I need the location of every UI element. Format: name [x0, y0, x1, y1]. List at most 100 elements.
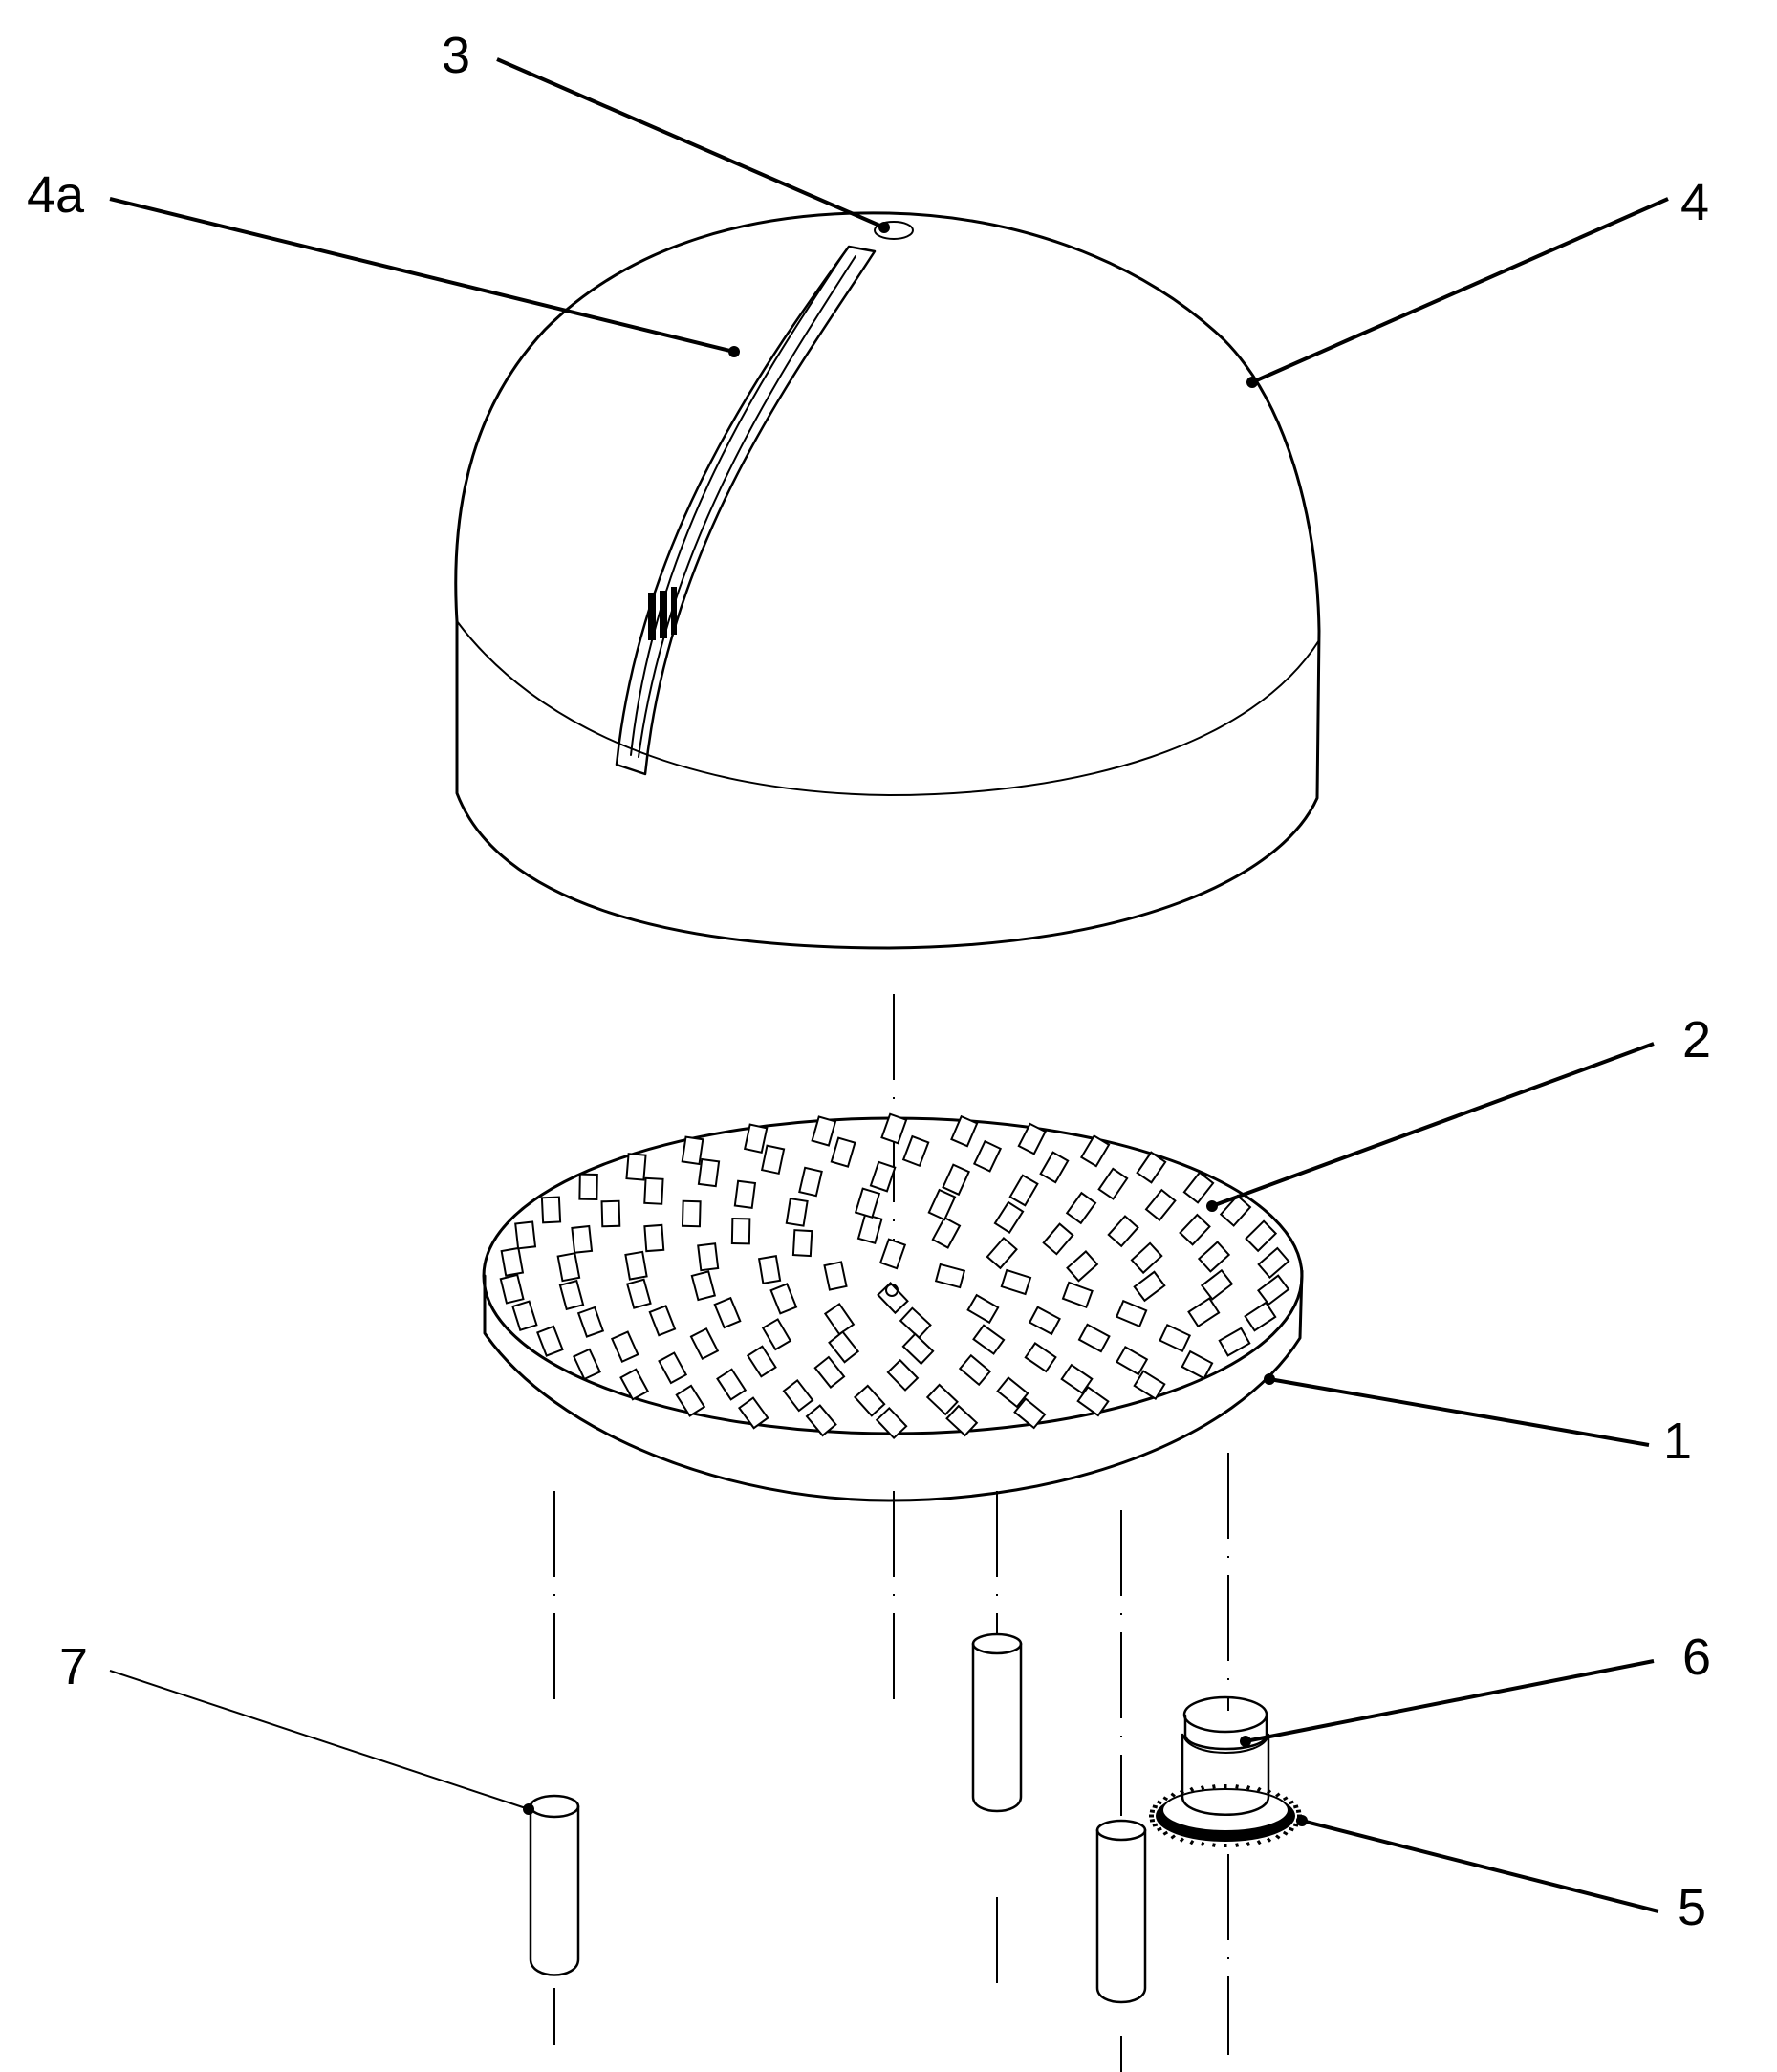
led-pad [760, 1144, 786, 1176]
led-pad [830, 1136, 856, 1168]
gear-tooth [1289, 1800, 1294, 1805]
led-pad [573, 1348, 601, 1381]
label-base-plate: 1 [1663, 1413, 1692, 1470]
led-pad [761, 1318, 792, 1351]
led-pad [901, 1332, 935, 1366]
led-pad [811, 1115, 837, 1147]
led-pad [540, 1196, 562, 1224]
led-pad [1077, 1323, 1111, 1353]
led-pad [1257, 1246, 1290, 1280]
led-pad [610, 1330, 639, 1363]
led-pad [1182, 1171, 1215, 1204]
led-pad [697, 1157, 721, 1188]
led-pad [500, 1246, 525, 1277]
led-pad [1013, 1397, 1047, 1430]
led-pad [1066, 1250, 1099, 1283]
gear-tooth [1295, 1809, 1302, 1813]
led-pad [1144, 1188, 1177, 1222]
led-pad [782, 1379, 814, 1413]
led-pad [1115, 1299, 1148, 1328]
led-pad [1107, 1215, 1139, 1248]
led-pad [927, 1188, 957, 1221]
led-pad [1200, 1268, 1234, 1301]
label-top-hole: 3 [442, 27, 470, 84]
led-pad [1133, 1370, 1166, 1400]
pin-right [1095, 1819, 1147, 2004]
led-pad [880, 1112, 908, 1145]
led-pad [958, 1353, 992, 1387]
led-pad [757, 1255, 782, 1284]
led-pad [1028, 1306, 1061, 1336]
label-gear-ring: 5 [1678, 1879, 1706, 1936]
label-pin: 7 [59, 1638, 88, 1695]
gear-tooth [1200, 1785, 1205, 1790]
led-pad [1042, 1222, 1074, 1256]
gear-tooth [1170, 1792, 1176, 1798]
gear-tooth [1282, 1830, 1289, 1836]
led-pad [643, 1176, 664, 1205]
led-pad [1079, 1134, 1111, 1168]
led-pad [713, 1296, 742, 1329]
led-pad [576, 1306, 605, 1338]
led-pad [823, 1261, 848, 1291]
gear-tooth [1189, 1786, 1195, 1793]
gear-tooth [1179, 1837, 1185, 1843]
gear-tooth [1235, 1843, 1239, 1847]
gear-tooth [1275, 1792, 1281, 1798]
gear-tooth [1189, 1839, 1195, 1845]
led-pad [945, 1404, 979, 1437]
pin-middle [971, 1632, 1023, 1813]
led-pad [619, 1368, 650, 1401]
led-pad [1181, 1349, 1214, 1380]
led-pad [578, 1173, 598, 1200]
led-pad [511, 1300, 538, 1332]
led-pad [1065, 1191, 1097, 1225]
led-pad [856, 1213, 883, 1244]
led-pad-array [499, 1112, 1290, 1440]
led-pad [1130, 1241, 1163, 1275]
led-pad [1245, 1219, 1278, 1253]
led-pad [1076, 1385, 1110, 1417]
led-pad [1257, 1274, 1290, 1306]
led-pad [536, 1325, 564, 1357]
led-pad [624, 1250, 648, 1281]
led-pad [626, 1278, 652, 1309]
base-plate [482, 1112, 1304, 1502]
led-pad [1008, 1174, 1039, 1207]
led-pad [658, 1351, 688, 1385]
led-pad [737, 1396, 769, 1430]
gear-tooth [1235, 1784, 1239, 1789]
led-pad [1039, 1151, 1070, 1184]
label-slot: 4a [27, 166, 85, 224]
gear-tooth [1162, 1830, 1169, 1836]
gear-tooth [1170, 1834, 1176, 1840]
led-pad [689, 1327, 720, 1361]
gear-tooth [1246, 1842, 1251, 1846]
led-pad [1197, 1241, 1231, 1273]
led-pad [1136, 1151, 1167, 1184]
led-pad [1000, 1268, 1032, 1296]
led-pad [986, 1236, 1018, 1270]
led-pad [798, 1166, 823, 1198]
led-pad [625, 1153, 647, 1181]
led-pad [828, 1330, 860, 1364]
led-pad [886, 1358, 920, 1392]
led-pad [972, 1139, 1003, 1173]
led-pad [996, 1376, 1029, 1409]
led-pad [514, 1220, 537, 1250]
led-pad [1133, 1270, 1166, 1303]
gear-tooth [1256, 1786, 1262, 1793]
led-pad [972, 1324, 1006, 1355]
led-pad [1218, 1327, 1251, 1357]
led-pad [733, 1179, 757, 1209]
led-pad [1179, 1213, 1211, 1246]
led-pad [869, 1160, 897, 1193]
gear-tooth [1212, 1784, 1216, 1789]
led-pad [600, 1199, 621, 1228]
led-pad [899, 1306, 932, 1340]
led-pad [697, 1242, 720, 1272]
led-pad [1097, 1167, 1129, 1200]
led-pad [853, 1384, 886, 1417]
gear-tooth [1149, 1819, 1156, 1823]
led-pad [1061, 1281, 1094, 1309]
